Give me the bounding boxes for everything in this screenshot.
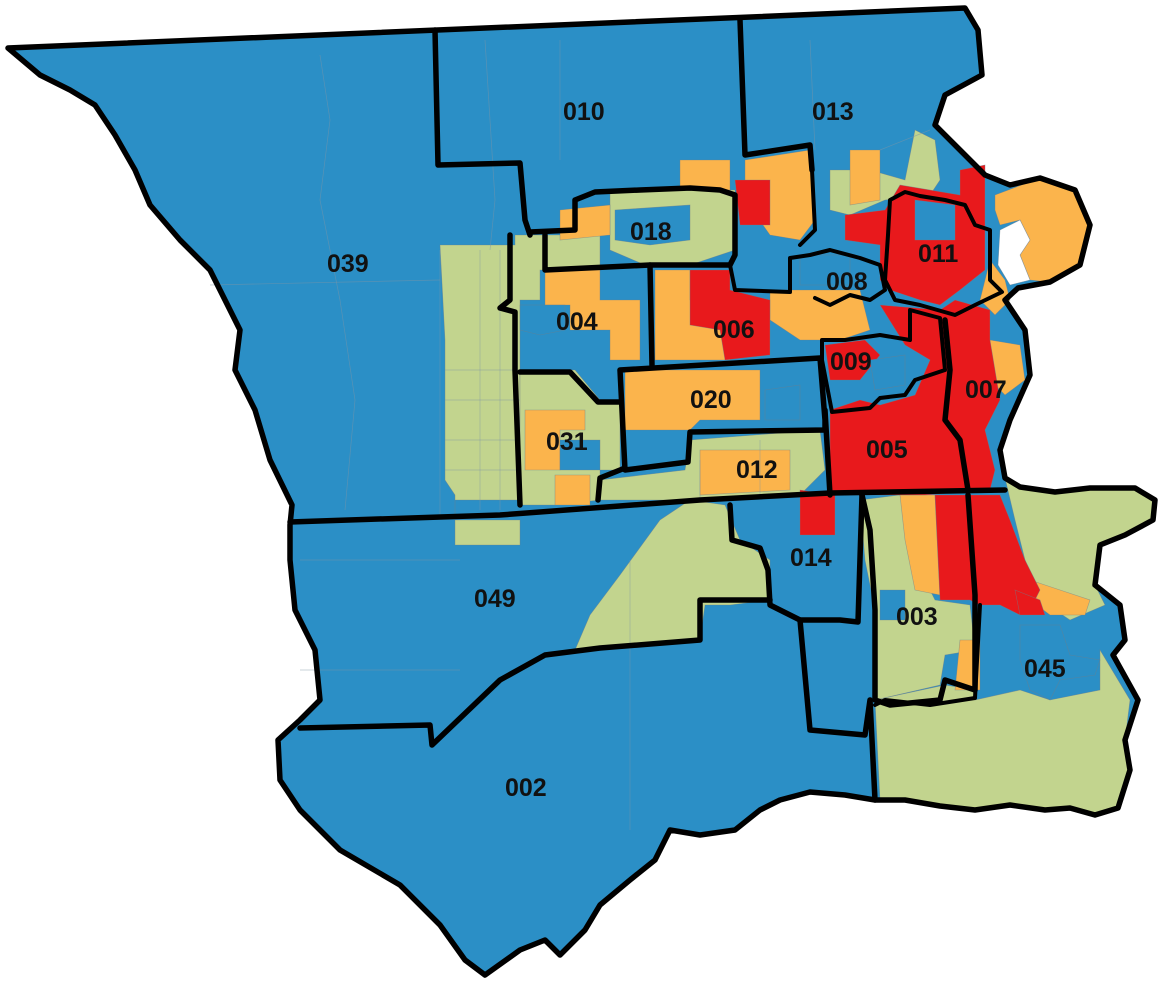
label-005: 005: [866, 436, 908, 464]
boundary-010-013: [737, 17, 815, 173]
tract-grid: [209, 39, 931, 830]
tract-red-009: [824, 339, 881, 381]
label-007: 007: [965, 376, 1007, 404]
label-002: 002: [505, 774, 547, 802]
label-011: 011: [918, 240, 958, 268]
boundary-018: [527, 185, 738, 273]
tract-orange-018: [559, 204, 611, 241]
label-012: 012: [736, 456, 778, 484]
label-004: 004: [556, 308, 598, 336]
label-003: 003: [896, 603, 938, 631]
boundary-049-002: [297, 597, 773, 748]
boundary-045: [873, 603, 982, 707]
tract-orange-031b: [554, 474, 591, 506]
boundary-007-005: [942, 317, 971, 493]
tract-blue-009: [869, 354, 906, 391]
label-020: 020: [690, 386, 732, 414]
boundary-004: [497, 232, 523, 508]
label-013: 013: [812, 98, 854, 126]
tract-red-045: [1014, 589, 1046, 616]
boundary-002-east: [797, 617, 878, 803]
tract-blue-008: [799, 254, 851, 286]
district-boundaries: [5, 5, 1158, 978]
label-018: 018: [630, 218, 672, 246]
blue-interior-tracts: [519, 199, 1101, 701]
label-006: 006: [713, 316, 755, 344]
tract-orange-031: [524, 409, 586, 471]
boundary-020: [617, 355, 828, 473]
tract-orange-north: [849, 149, 881, 206]
tract-green-south: [519, 369, 621, 506]
tract-orange-003: [899, 494, 941, 596]
label-039: 039: [327, 250, 369, 278]
boundary-009: [820, 308, 947, 414]
tract-red-006: [689, 269, 771, 361]
tract-blue-020: [764, 384, 801, 421]
county-outline: [5, 5, 1158, 978]
tract-blue-lake-inlet: [997, 219, 1031, 286]
boundary-011: [883, 190, 1004, 317]
tract-blue-004: [519, 304, 566, 336]
tract-red-northwest: [734, 179, 771, 226]
boundary-014: [727, 492, 865, 625]
district-labels: 010 013 018 039 011 008 004 006 009 020 …: [327, 98, 1066, 802]
tract-blue-011: [914, 199, 956, 241]
tract-blue-003: [879, 589, 906, 621]
boundary-031: [517, 369, 623, 405]
boundary-004-006: [647, 262, 655, 368]
label-008: 008: [826, 268, 868, 296]
boundary-031-012: [595, 465, 628, 503]
label-031: 031: [546, 428, 588, 456]
label-014: 014: [790, 544, 832, 572]
boundary-039-010: [432, 27, 533, 238]
boundary-013-inner: [798, 168, 817, 247]
boundary-008: [728, 248, 887, 307]
boundary-east-west: [287, 487, 1008, 525]
boundary-005-west: [822, 407, 833, 498]
tract-orange-010: [679, 159, 731, 191]
label-009: 009: [830, 348, 872, 376]
tract-blue-045: [1019, 624, 1101, 701]
tract-blue-018: [614, 204, 691, 246]
orange-tracts: [524, 149, 1091, 691]
label-045: 045: [1024, 655, 1066, 683]
tract-blue-031: [559, 439, 601, 471]
label-010: 010: [563, 98, 605, 126]
label-049: 049: [474, 585, 516, 613]
